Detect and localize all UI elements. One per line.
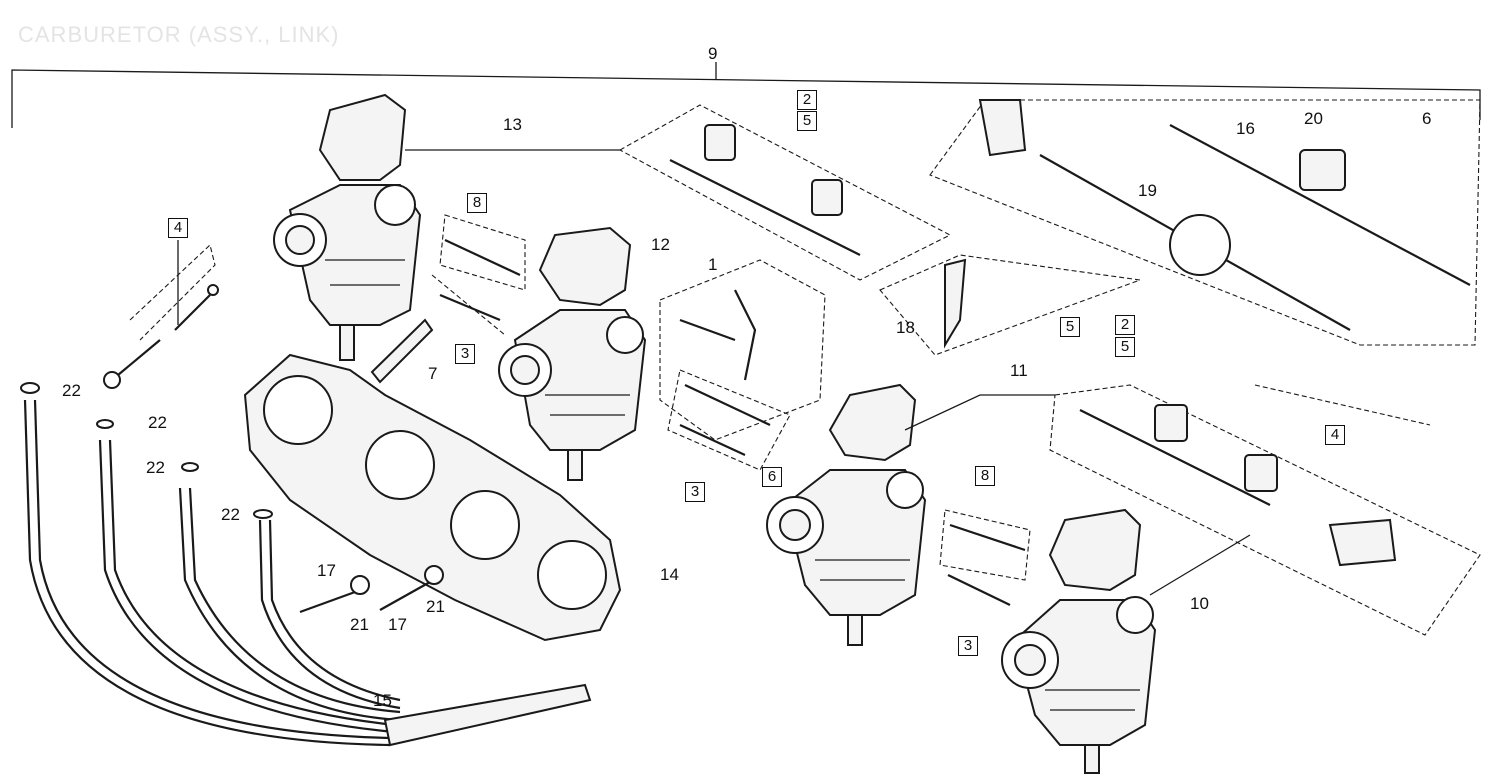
- callout-22c: 22: [146, 458, 165, 477]
- ref-box-5: 5: [1060, 317, 1080, 337]
- callout-7: 7: [428, 364, 438, 383]
- carburetor-body-2: [498, 226, 647, 481]
- callout-19: 19: [1138, 181, 1157, 200]
- callout-22b: 22: [148, 413, 167, 432]
- callout-1: 1: [708, 255, 718, 274]
- ref-box-8: 8: [467, 193, 487, 213]
- callout-22d: 22: [221, 505, 240, 524]
- pipe-set-lower: [939, 509, 1031, 606]
- ref-box-4: 4: [1325, 425, 1345, 445]
- ref-box-3: 3: [455, 344, 475, 364]
- linkage-upper-right: [929, 99, 1481, 346]
- ref-box-3: 3: [685, 482, 705, 502]
- vent-hoses: [20, 382, 592, 747]
- carburetor-body-3: [766, 383, 927, 646]
- carburetor-body-1: [273, 93, 422, 361]
- callout-16: 16: [1236, 119, 1255, 138]
- intake-manifold: [243, 353, 622, 642]
- callout-22a: 22: [62, 381, 81, 400]
- pipe-set-middle: [667, 369, 791, 471]
- screw-set-4: [103, 240, 219, 389]
- spring-7: [370, 318, 434, 384]
- linkage-lower-right: [904, 384, 1481, 636]
- ref-box-6: 6: [762, 467, 782, 487]
- screws-17: [299, 565, 444, 614]
- ref-box-5: 5: [797, 111, 817, 131]
- callout-9: 9: [708, 44, 718, 63]
- assembly-bracket: [11, 62, 1481, 128]
- callout-13: 13: [503, 115, 522, 134]
- callout-6: 6: [1422, 109, 1432, 128]
- callout-17a: 17: [317, 561, 336, 580]
- ref-box-5: 5: [1115, 337, 1135, 357]
- carburetor-body-4: [1001, 508, 1157, 774]
- pipe-set-upper: [431, 214, 526, 336]
- linkage-upper: [405, 104, 952, 281]
- callout-15: 15: [373, 691, 392, 710]
- callout-21b: 21: [426, 597, 445, 616]
- callout-20: 20: [1304, 109, 1323, 128]
- title: CARBURETOR (ASSY., LINK): [18, 22, 340, 47]
- ref-box-3: 3: [958, 636, 978, 656]
- ref-box-4: 4: [168, 218, 188, 238]
- lever-bracket-18: [879, 254, 1141, 356]
- lever-bracket-1: [659, 259, 826, 441]
- callout-12: 12: [651, 235, 670, 254]
- callout-14: 14: [660, 565, 679, 584]
- callout-17b: 17: [388, 615, 407, 634]
- callout-21a: 21: [350, 615, 369, 634]
- callout-18: 18: [896, 318, 915, 337]
- callout-10: 10: [1190, 594, 1209, 613]
- ref-box-8: 8: [975, 466, 995, 486]
- callout-11: 11: [1010, 361, 1028, 380]
- ref-box-2: 2: [1115, 315, 1135, 335]
- ref-box-2: 2: [797, 90, 817, 110]
